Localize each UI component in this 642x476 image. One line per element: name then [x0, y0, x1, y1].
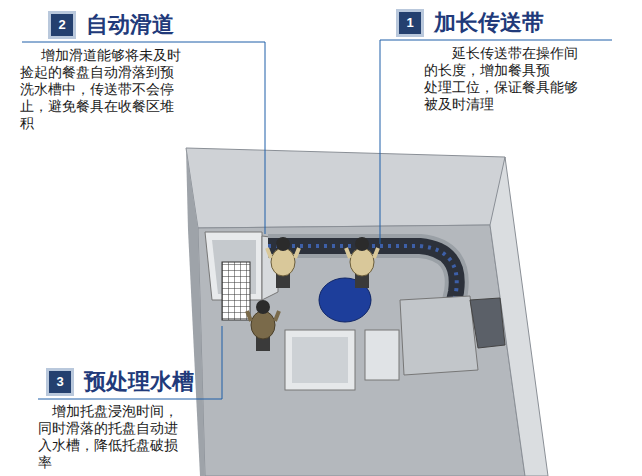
- worker-body: [251, 311, 275, 339]
- worker-body: [350, 248, 374, 276]
- floor: [198, 225, 525, 476]
- callout-badge: 3 预处理水槽: [46, 368, 194, 396]
- worker-head: [276, 237, 290, 251]
- callout-heading: 自动滑道: [86, 11, 174, 39]
- worker-body: [271, 248, 295, 276]
- callout-text: 增加滑道能够将未及时 捡起的餐盘自动滑落到预 洗水槽中，传送带不会停 止，避免餐…: [20, 47, 185, 132]
- callout-heading: 加长传送带: [434, 9, 544, 37]
- dish-rack: [222, 262, 250, 320]
- worker: [346, 237, 378, 288]
- dish-rack-grid: [222, 262, 250, 320]
- worker: [247, 300, 279, 351]
- callout-number: 2: [48, 11, 76, 39]
- back-wall: [186, 148, 505, 228]
- front-sink: [285, 330, 355, 390]
- callout-heading: 预处理水槽: [84, 368, 194, 396]
- leader-line: [38, 326, 222, 399]
- callout-text: 增加托盘浸泡时间， 同时滑落的托盘自动进 入水槽，降低托盘破损 率: [38, 403, 185, 471]
- left-wall: [186, 148, 205, 476]
- worker-head: [256, 300, 270, 314]
- small-sink: [365, 330, 399, 380]
- machine: [470, 298, 505, 348]
- worker: [267, 237, 299, 288]
- worker-head: [355, 237, 369, 251]
- counter: [400, 296, 478, 375]
- callout-number: 1: [396, 9, 424, 37]
- callout-number: 3: [46, 368, 74, 396]
- callout-text: 延长传送带在操作间 的长度，增加餐具预 处理工位，保证餐具能够 被及时清理: [424, 45, 582, 113]
- front-sink-inner: [292, 337, 348, 383]
- leader-line: [380, 40, 612, 244]
- callout-badge: 2 自动滑道: [48, 11, 174, 39]
- callout-badge: 1 加长传送带: [396, 9, 544, 37]
